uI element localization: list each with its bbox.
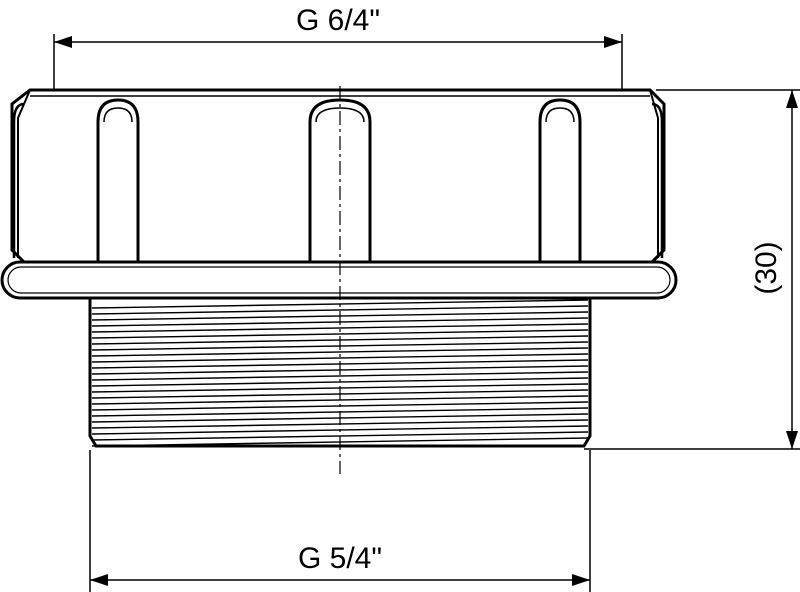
top-dimension bbox=[53, 34, 623, 90]
bottom-arrowhead-left bbox=[90, 574, 108, 586]
grip-rib-2-highlight bbox=[315, 107, 365, 123]
top-arrowhead-right bbox=[604, 36, 622, 48]
flange-inner bbox=[7, 266, 671, 294]
nut-left-facet bbox=[17, 89, 31, 258]
top-thread-label: G 6/4" bbox=[296, 4, 380, 37]
thread-line bbox=[91, 329, 589, 339]
bottom-thread-label: G 5/4" bbox=[298, 542, 382, 575]
thread-line bbox=[91, 347, 589, 357]
top-arrowhead-left bbox=[54, 36, 72, 48]
grip-rib-1 bbox=[96, 98, 140, 262]
height-arrowhead-top bbox=[786, 90, 798, 108]
grip-rib-3 bbox=[538, 98, 582, 262]
thread-line bbox=[91, 371, 589, 381]
thread-line bbox=[91, 377, 589, 387]
bottom-dimension bbox=[89, 450, 591, 592]
height-label: (30) bbox=[750, 241, 783, 294]
grip-rib-1-highlight bbox=[103, 107, 133, 123]
grip-rib-3-highlight bbox=[545, 107, 575, 123]
bottom-arrowhead-right bbox=[572, 574, 590, 586]
grip-rib-edge-right bbox=[651, 102, 664, 258]
nut-body bbox=[10, 88, 666, 266]
thread-line bbox=[91, 323, 589, 333]
height-dimension bbox=[584, 89, 800, 450]
thread-line bbox=[91, 353, 589, 363]
nut-right-facet bbox=[649, 89, 659, 258]
thread-line bbox=[91, 305, 589, 315]
grip-rib-edge-left bbox=[12, 102, 25, 258]
height-arrowhead-bottom bbox=[786, 431, 798, 449]
thread-line bbox=[91, 395, 589, 405]
